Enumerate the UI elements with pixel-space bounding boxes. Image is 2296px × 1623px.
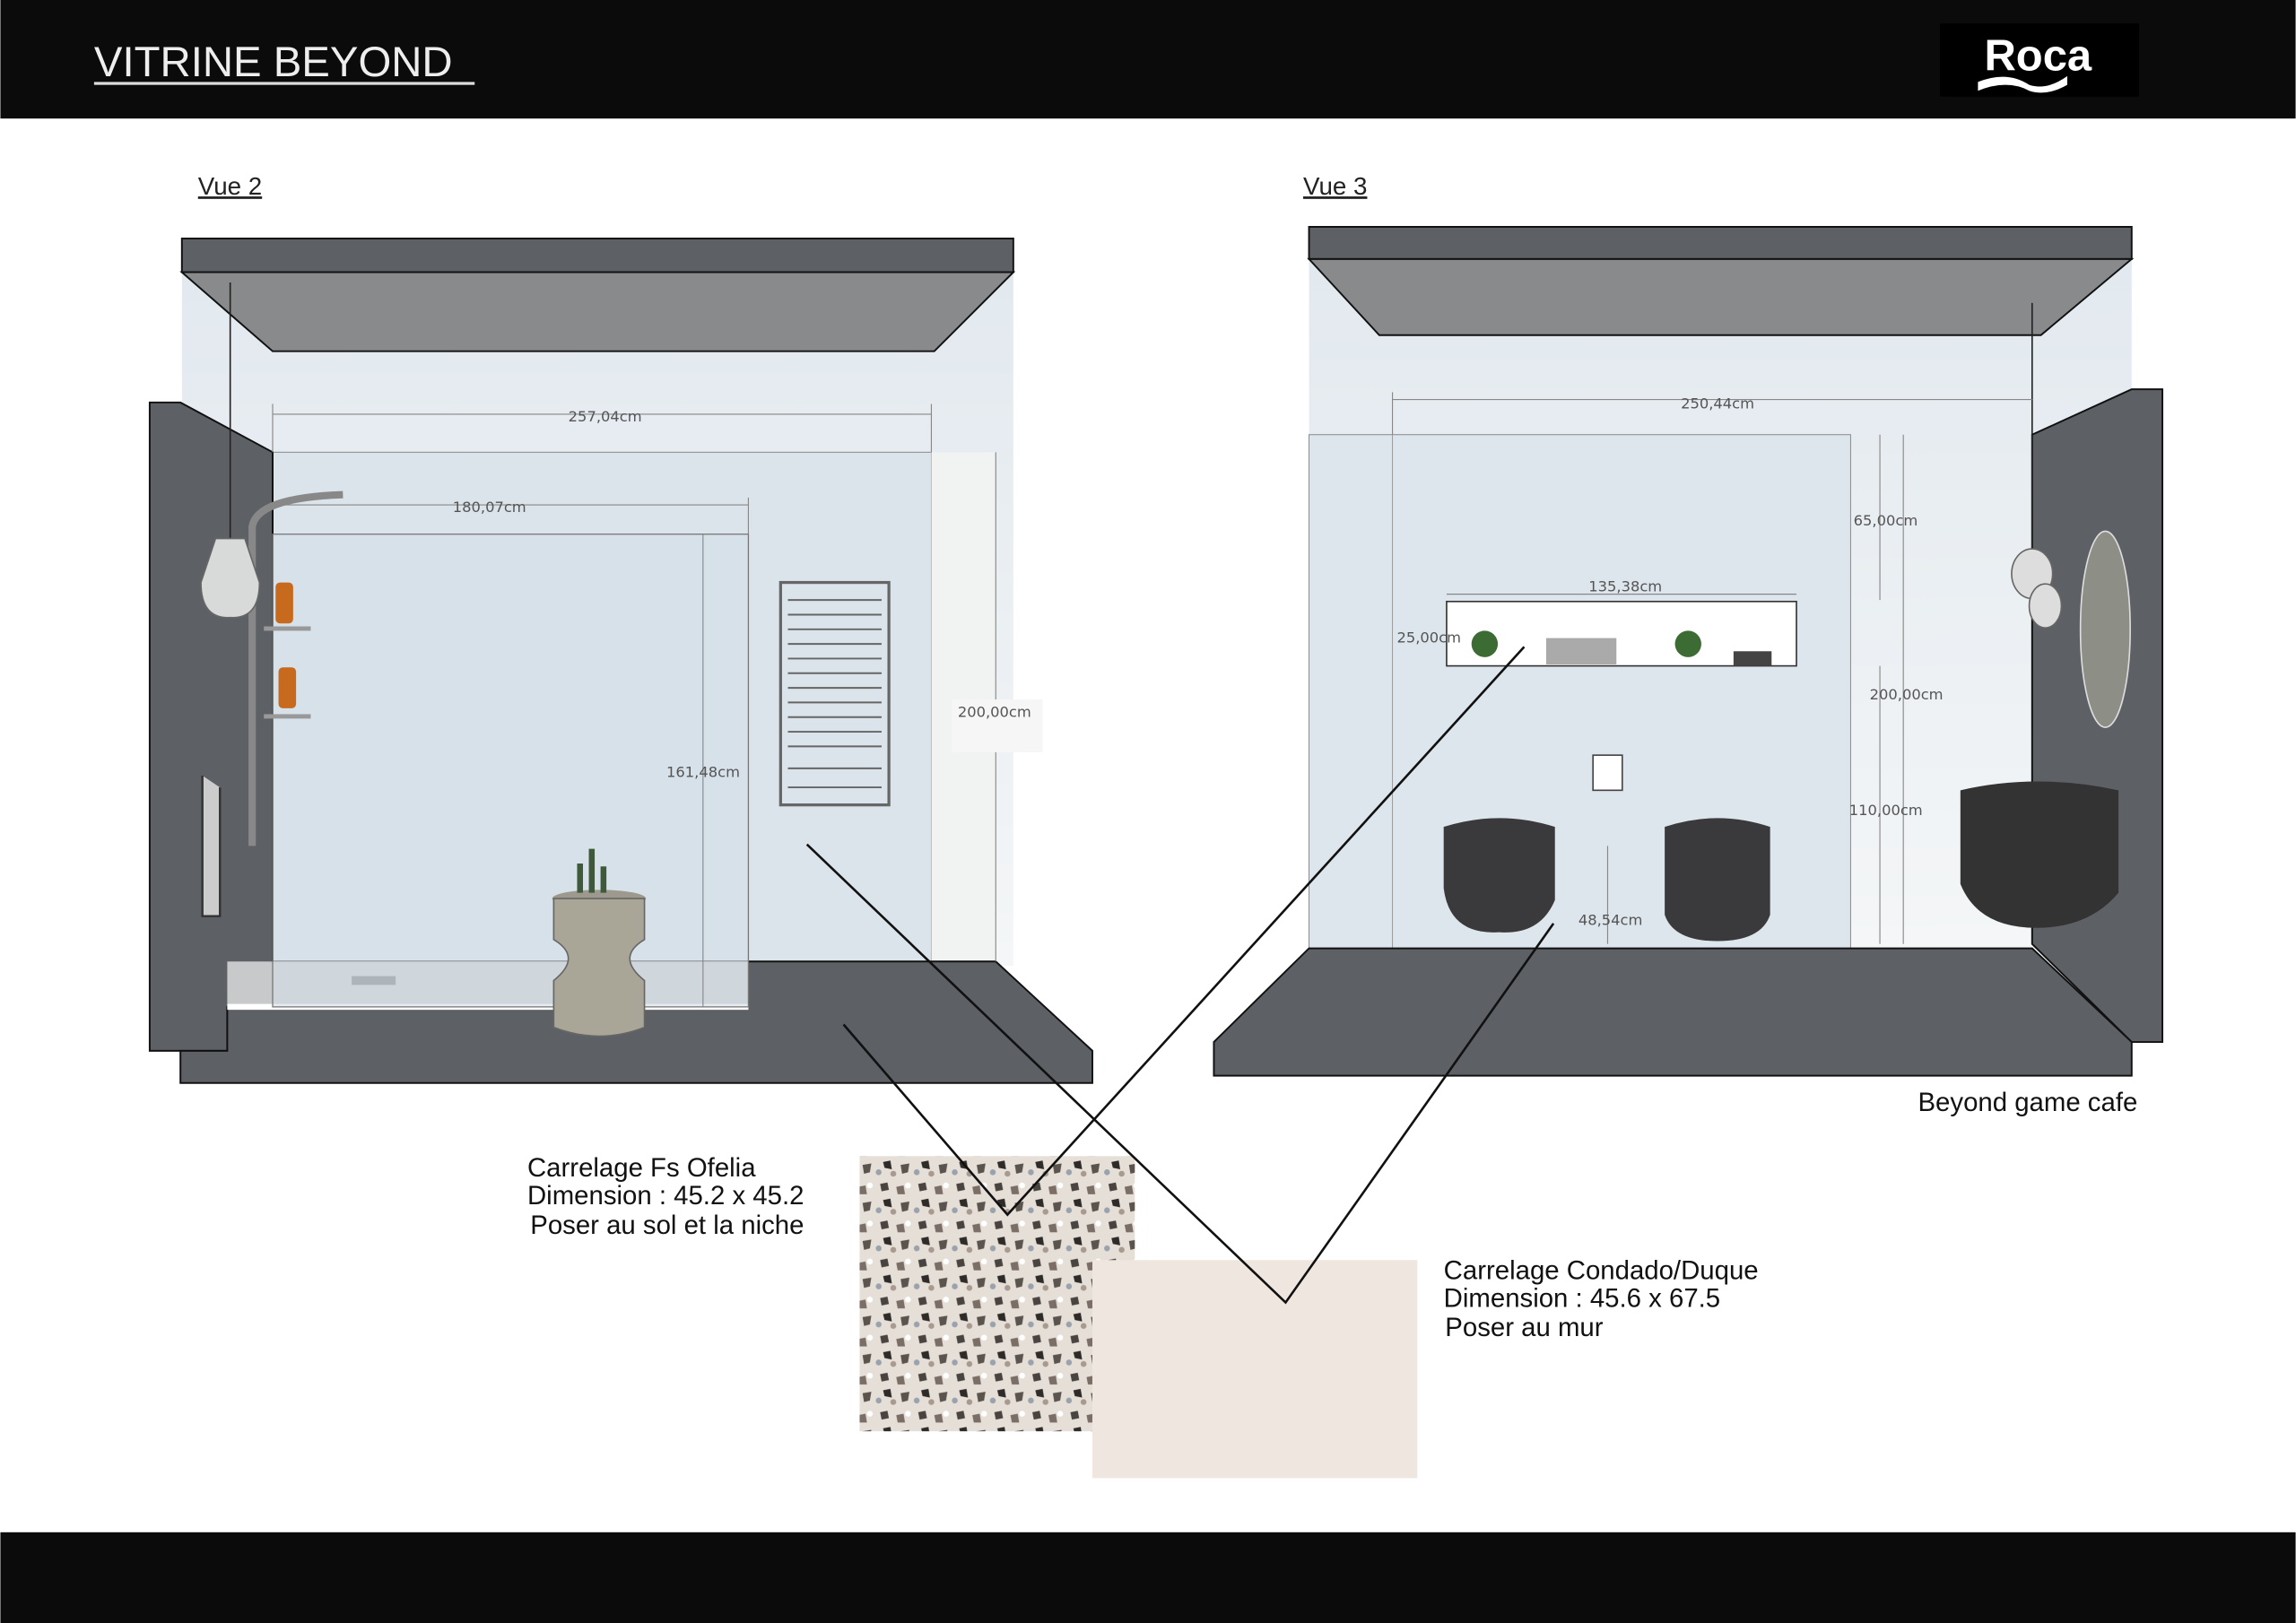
pendant-lamp-icon xyxy=(200,282,261,619)
wc-icon xyxy=(1443,818,1555,933)
mirror-icon xyxy=(2079,530,2131,728)
towel-icon xyxy=(201,776,222,917)
roca-logo: Roca xyxy=(1939,23,2139,97)
shower-column-icon xyxy=(248,490,344,846)
dim-200b: 200,00cm xyxy=(1870,686,1944,703)
basin-icon xyxy=(1960,781,2119,928)
vue2-title: Vue 2 xyxy=(198,172,262,200)
towel-radiator-icon xyxy=(778,580,891,807)
dim-180: 180,07cm xyxy=(453,499,526,516)
dim-257: 257,04cm xyxy=(569,408,642,425)
tile-swatch-condado xyxy=(1091,1260,1418,1479)
title-underline xyxy=(93,82,475,85)
vue3-title: Vue 3 xyxy=(1303,172,1367,200)
svg-text:Dimension : 45.6 x 67.5: Dimension : 45.6 x 67.5 xyxy=(1444,1283,1720,1313)
shower-glass xyxy=(272,534,750,1008)
vue2-drawing: Vue 2 xyxy=(148,172,1093,1084)
svg-text:Poser au mur: Poser au mur xyxy=(1445,1313,1603,1342)
svg-text:Poser au sol et la niche: Poser au sol et la niche xyxy=(530,1211,804,1240)
header-bar xyxy=(0,0,2296,119)
paper-holder-icon xyxy=(1592,754,1623,792)
vue3-drawing: Vue 3 250,44cm 135,38cm 25,00cm 65,00cm … xyxy=(1213,172,2164,1117)
leader-lines xyxy=(805,646,1555,1305)
svg-text:Carrelage Condado/Duque: Carrelage Condado/Duque xyxy=(1444,1255,1759,1285)
dim-48: 48,54cm xyxy=(1578,911,1643,928)
bidet-icon xyxy=(1665,818,1770,942)
tile-label-ofelia: Carrelage Fs Ofelia Dimension : 45.2 x 4… xyxy=(527,1153,804,1240)
dim-65: 65,00cm xyxy=(1854,512,1918,529)
dim-161: 161,48cm xyxy=(666,764,740,781)
side-table-icon xyxy=(552,848,647,1037)
svg-text:Dimension : 45.2 x 45.2: Dimension : 45.2 x 45.2 xyxy=(527,1181,804,1211)
dim-25: 25,00cm xyxy=(1396,629,1461,646)
page-title: VITRINE BEYOND xyxy=(94,39,453,86)
dim-135: 135,38cm xyxy=(1588,577,1662,595)
pendant-lamp-icon xyxy=(2011,302,2063,629)
svg-text:Roca: Roca xyxy=(1984,31,2092,80)
svg-text:Carrelage Fs Ofelia: Carrelage Fs Ofelia xyxy=(527,1153,756,1183)
dim-200: 200,00cm xyxy=(958,704,1031,721)
footer-bar xyxy=(0,1532,2296,1623)
dim-250: 250,44cm xyxy=(1681,395,1754,412)
project-caption: Beyond game cafe xyxy=(1918,1088,2137,1117)
dim-110: 110,00cm xyxy=(1849,802,1923,819)
tile-label-condado: Carrelage Condado/Duque Dimension : 45.6… xyxy=(1444,1255,1759,1342)
